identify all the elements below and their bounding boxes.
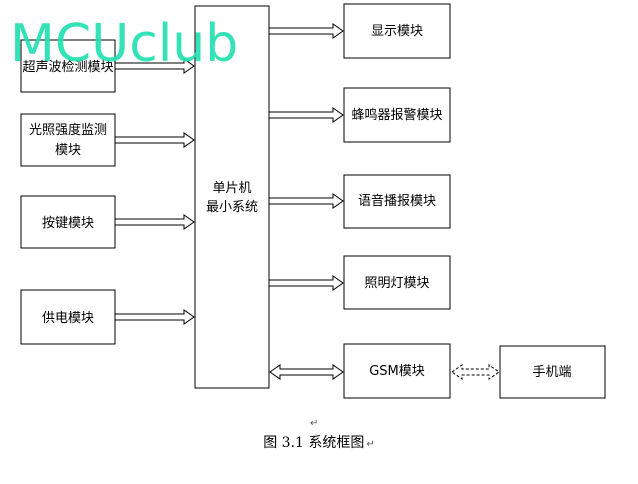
arrow-mcu-to-display (268, 23, 344, 39)
paragraph-mark: ↵ (310, 418, 319, 429)
caption-paragraph-mark: ↵ (366, 439, 375, 450)
figure-caption: 图 3.1 系统框图↵ (0, 432, 638, 452)
output-label-buzzer: 蜂鸣器报警模块 (351, 107, 442, 123)
remote-label-phone: 手机端 (532, 365, 571, 380)
center-block-mcu: 单片机 最小系统 (194, 5, 270, 389)
arrow-mcu-to-lighting (268, 275, 344, 291)
output-label-display: 显示模块 (371, 24, 423, 39)
output-block-display: 显示模块 (343, 3, 451, 59)
arrow-mcu-to-voice (268, 193, 344, 209)
center-label-line1: 单片机 (212, 181, 251, 196)
output-label-lighting: 照明灯模块 (364, 276, 429, 291)
input-block-keys: 按键模块 (20, 195, 116, 249)
input-block-ultrasonic: 超声波检测模块 (20, 39, 116, 93)
input-label-light-sensor-line2: 模块 (55, 143, 81, 158)
input-label-light-sensor-line1: 光照强度监测 (29, 122, 107, 138)
input-block-light-sensor: 光照强度监测 模块 (20, 113, 116, 167)
arrow-ultrasonic-to-mcu (114, 58, 195, 74)
input-label-ultrasonic: 超声波检测模块 (22, 60, 113, 75)
arrow-power-to-mcu (114, 309, 195, 325)
output-block-voice: 语音播报模块 (343, 174, 451, 229)
output-block-buzzer: 蜂鸣器报警模块 (343, 87, 451, 143)
input-block-power: 供电模块 (20, 289, 116, 345)
figure-caption-text: 图 3.1 系统框图 (263, 435, 365, 451)
input-label-power: 供电模块 (42, 311, 94, 326)
remote-block-phone: 手机端 (499, 345, 606, 399)
arrow-mcu-gsm-bidirectional (269, 364, 344, 380)
center-label-line2: 最小系统 (206, 200, 258, 215)
watermark-logo: MCUclub (10, 14, 239, 74)
output-block-gsm: GSM模块 (343, 343, 451, 399)
input-label-keys: 按键模块 (42, 216, 94, 231)
arrow-light-to-mcu (114, 132, 195, 148)
arrow-keys-to-mcu (114, 214, 195, 230)
arrow-mcu-to-buzzer (268, 107, 344, 123)
arrow-gsm-phone-wireless (451, 364, 500, 380)
output-label-voice: 语音播报模块 (358, 193, 436, 209)
output-block-lighting: 照明灯模块 (343, 255, 451, 310)
output-label-gsm: GSM模块 (369, 364, 425, 379)
